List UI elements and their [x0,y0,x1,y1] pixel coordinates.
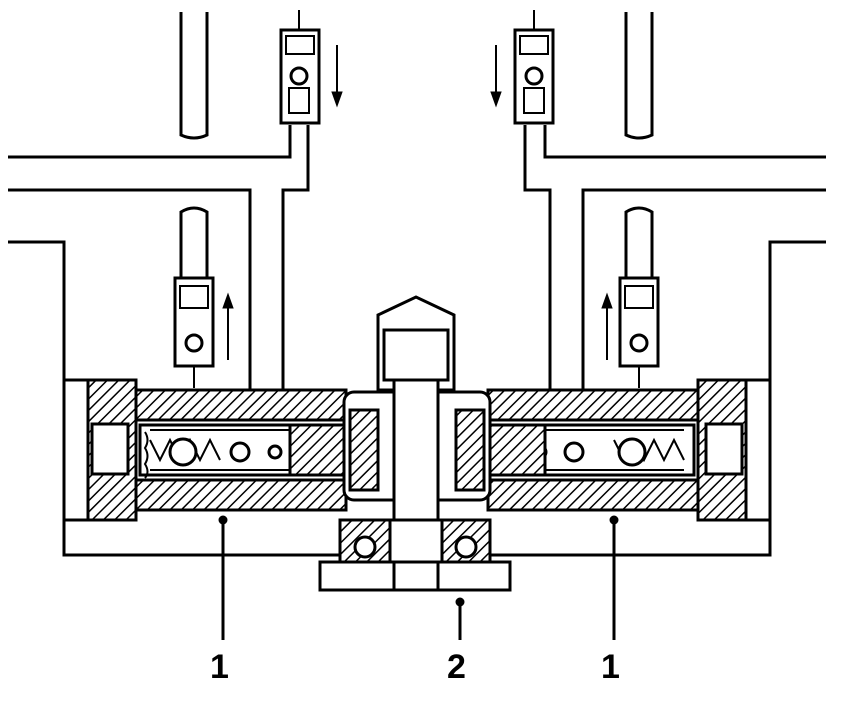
end-cap-left [62,378,138,522]
inlet-check-valve-left [173,276,215,388]
callout-left: 1 [210,515,229,686]
inlet-check-valve-right [618,276,660,388]
flow-arrow-up-right [601,292,613,360]
end-cap-right [696,378,772,522]
outlet-check-valve-right [513,10,555,125]
upper-pipes [179,12,654,140]
callout-center: 2 [447,597,466,686]
piston-barrel-left [134,388,348,512]
flow-arrow-down-right [490,45,502,108]
outlet-check-valve-left [279,10,321,125]
flow-arrow-down-left [331,45,343,108]
bearing-housing [318,518,512,592]
callout-right-label: 1 [601,648,620,686]
inlet-pipes [179,206,654,290]
callout-center-label: 2 [447,648,466,686]
piston-barrel-right [486,388,700,512]
flow-arrow-up-left [222,292,234,360]
callout-right: 1 [601,515,620,686]
callout-left-label: 1 [210,648,229,686]
